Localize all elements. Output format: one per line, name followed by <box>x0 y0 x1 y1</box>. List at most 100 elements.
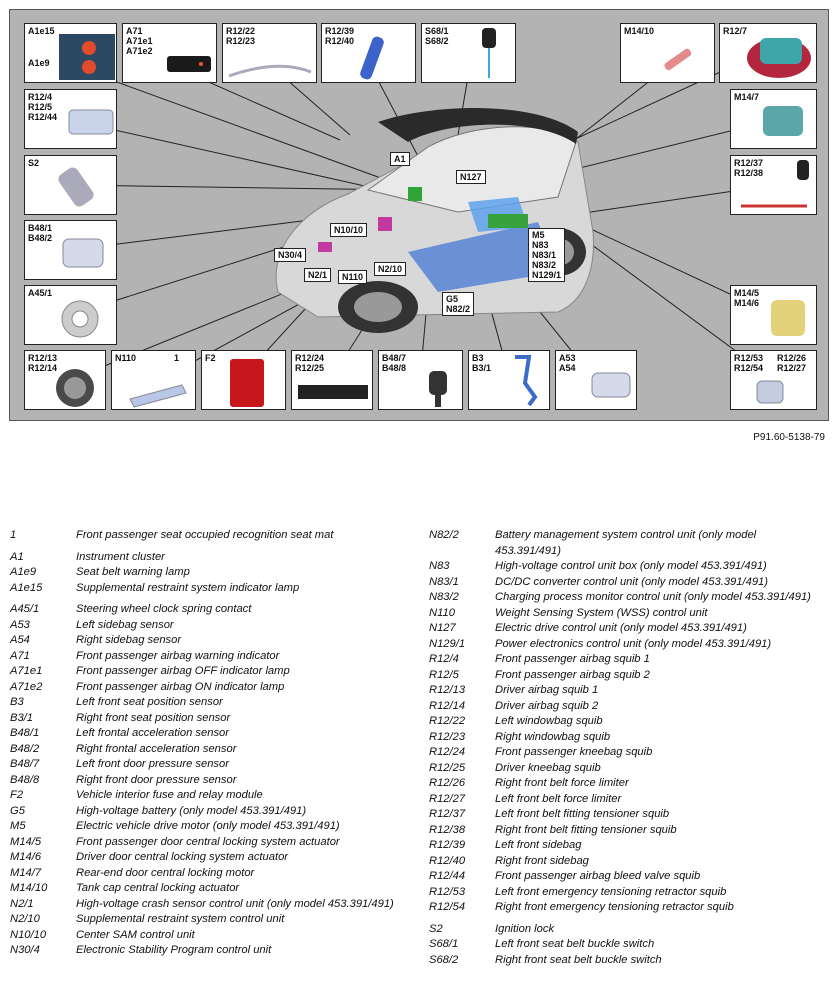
legend-description: Ignition lock <box>495 922 555 935</box>
legend-code: A1e9 <box>10 566 37 578</box>
callout-codes: B48/7 B48/8 <box>382 353 407 373</box>
callout-codes: M14/10 <box>624 26 655 36</box>
legend-description: Front passenger door central locking sys… <box>76 835 340 848</box>
callout-codes: R12/13 R12/14 <box>28 353 58 373</box>
legend-description: Left front emergency tensioning retracto… <box>495 885 727 898</box>
legend-description: Seat belt warning lamp <box>76 566 190 578</box>
callout-codes-2: 1 <box>174 353 180 363</box>
callout-m1410: M14/10 <box>620 23 715 83</box>
component-locator-diagram: A1e15 A1e9 A71 A71e1 A71e2 R12/22 R12/23… <box>9 9 829 421</box>
legend-code: R12/40 <box>429 854 466 867</box>
legend-description: Right front door pressure sensor <box>76 773 237 786</box>
legend-description: Front passenger airbag OFF indicator lam… <box>76 665 290 677</box>
callout-codes-2: R12/26 R12/27 <box>777 353 807 373</box>
legend-code: N127 <box>429 622 456 634</box>
legend-description: DC/DC converter control unit (only model… <box>495 575 768 588</box>
legend-row: A1e9 Seat belt warning lamp <box>10 565 406 581</box>
callout-codes: A45/1 <box>28 288 53 298</box>
callout-s2: S2 <box>24 155 117 215</box>
legend-description: Electric drive control unit (only model … <box>495 622 747 634</box>
legend-description: Right front belt fitting tensioner squib <box>495 823 677 836</box>
legend-code: R12/44 <box>429 870 466 882</box>
legend-code: S68/2 <box>429 953 459 966</box>
legend-code: N2/10 <box>10 913 40 925</box>
car-label-n127: N127 <box>456 170 486 184</box>
car-label-n110: N110 <box>338 270 368 284</box>
legend-code: N129/1 <box>429 637 466 650</box>
legend-code: R12/27 <box>429 792 466 805</box>
car-illustration <box>275 108 594 333</box>
legend-code: A71e1 <box>10 665 43 677</box>
legend-description: Driver kneebag squib <box>495 761 601 774</box>
legend-description: Right frontal acceleration sensor <box>76 742 237 755</box>
legend-description: Right front emergency tensioning retract… <box>495 901 734 913</box>
callout-codes: B3 B3/1 <box>472 353 492 373</box>
legend-code: A1 <box>10 550 24 563</box>
legend-description: Driver airbag squib 2 <box>495 699 599 712</box>
legend-description: Right sidebag sensor <box>76 634 182 646</box>
legend-description: Power electronics control unit (only mod… <box>495 637 772 650</box>
legend-row: A53 Left sidebag sensor <box>10 618 406 634</box>
legend-description: Instrument cluster <box>76 550 165 563</box>
legend-row: A1 Instrument cluster <box>10 550 406 566</box>
belt-tensioner-icon <box>741 160 809 208</box>
legend-description: Right windowbag squib <box>495 730 611 743</box>
tank-cap-actuator-icon <box>664 48 692 71</box>
legend-description: Battery management system control unit (… <box>495 529 757 557</box>
legend-code: R12/5 <box>429 668 459 681</box>
callout-r1222: R12/22 R12/23 <box>222 23 317 83</box>
legend-code: S2 <box>429 922 443 935</box>
callout-a53: A53 A54 <box>555 350 637 410</box>
driver-airbag-module-icon <box>747 38 811 78</box>
legend-code: M14/10 <box>10 882 48 894</box>
legend-description: Vehicle interior fuse and relay module <box>76 789 263 801</box>
legend-description: Electronic Stability Program control uni… <box>76 944 272 956</box>
legend-code: A53 <box>10 618 30 631</box>
legend-description: Left front belt fitting tensioner squib <box>495 808 670 820</box>
callout-r1253: R12/53 R12/54 R12/26 R12/27 <box>730 350 817 410</box>
legend-code: N83/1 <box>429 575 459 588</box>
legend-code: A71 <box>10 649 30 662</box>
callout-b481: B48/1 B48/2 <box>24 220 117 280</box>
callout-a451: A45/1 <box>24 285 117 345</box>
sidebag-icon <box>360 36 384 80</box>
legend-description: Left frontal acceleration sensor <box>76 727 229 739</box>
callout-b487: B48/7 B48/8 <box>378 350 463 410</box>
legend-description: Right front seat belt buckle switch <box>495 953 662 966</box>
seat-mat-icon <box>129 384 187 408</box>
windowbag-icon <box>228 64 312 78</box>
seat-position-sensor-icon <box>515 355 538 407</box>
door-pressure-sensor-icon <box>429 371 447 407</box>
legend-code: M14/6 <box>10 851 42 863</box>
acceleration-sensor-icon <box>62 238 104 268</box>
legend-description: Left sidebag sensor <box>76 618 174 631</box>
legend-row: N129/1 Power electronics control unit (on… <box>429 637 815 653</box>
car-label-n210: N2/10 <box>374 262 407 276</box>
airbag-warning-indicator-icon <box>167 56 211 72</box>
callout-codes: M14/5 M14/6 <box>734 288 760 308</box>
legend-code: R12/24 <box>429 746 466 758</box>
callout-codes: N110 <box>115 353 137 363</box>
